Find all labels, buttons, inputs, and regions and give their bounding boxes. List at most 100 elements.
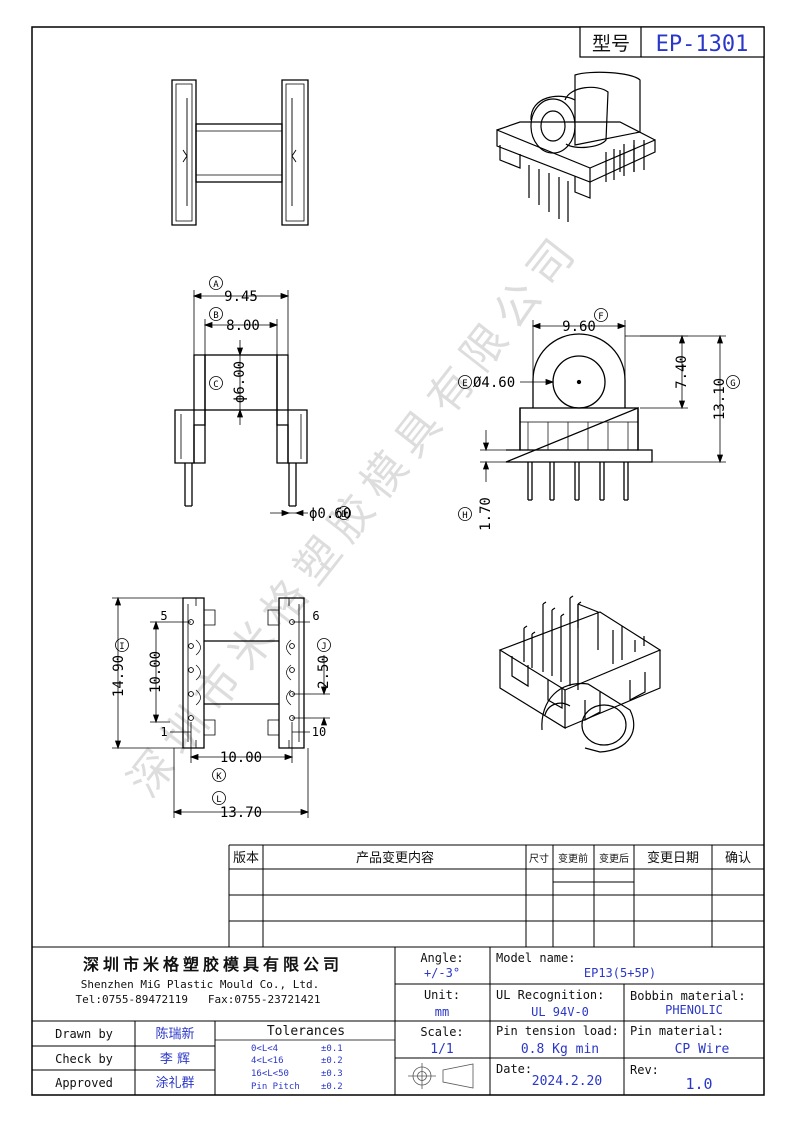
view-iso-bottom — [498, 595, 662, 753]
company-contact: Tel:0755-89472119 Fax:0755-23721421 — [75, 993, 320, 1006]
dim-k-letter: K — [216, 772, 222, 782]
rev-header-date: 变更日期 — [647, 850, 699, 866]
model-header-box — [579, 26, 765, 58]
dim-j-letter: J — [321, 642, 326, 652]
approved-label: Approved — [55, 1076, 113, 1090]
view-top-plan — [171, 79, 309, 226]
rev-header-version: 版本 — [233, 851, 259, 866]
dim-e-value: Ø4.60 — [473, 375, 515, 391]
dim-i-letter: I — [119, 642, 124, 652]
model-value: EP-1301 — [656, 32, 749, 57]
dim-h-value: 1.70 — [478, 497, 494, 531]
dim-b-letter: B — [213, 311, 218, 321]
pin-number-10: 10 — [312, 725, 326, 739]
date-value: 2024.2.20 — [532, 1074, 602, 1089]
dim-inner-height-value: 10.00 — [148, 651, 164, 693]
pin-material-label: Pin material: — [630, 1024, 724, 1038]
tension-value: 0.8 Kg min — [521, 1042, 599, 1057]
view-bottom: 5 6 1 10 I 14.90 10.00 — [111, 596, 332, 821]
tolerances-title: Tolerances — [267, 1024, 345, 1039]
view-iso-top — [496, 71, 656, 222]
dim-a — [192, 276, 290, 355]
dim-h — [458, 430, 506, 521]
dim-i — [112, 596, 183, 750]
dim-c-value: ϕ6.00 — [232, 361, 248, 403]
drawn-by-label: Drawn by — [55, 1027, 113, 1041]
angle-value: +/-3° — [424, 966, 460, 980]
dim-c-letter: C — [213, 380, 218, 390]
model-label: 型号 — [592, 33, 630, 55]
dim-h-letter: H — [462, 511, 467, 521]
bobbin-value: PHENOLIC — [665, 1003, 723, 1017]
dim-c — [209, 340, 244, 425]
view-side: 9.60 F E Ø4.60 7.40 13.10 G — [458, 308, 740, 531]
pin-number-5: 5 — [160, 609, 167, 623]
pin-number-1: 1 — [160, 725, 167, 739]
scale-label: Scale: — [420, 1025, 463, 1039]
dim-j — [292, 638, 331, 726]
dim-l-value: 13.70 — [220, 805, 262, 821]
tension-label: Pin tension load: — [496, 1024, 619, 1038]
scale-value: 1/1 — [430, 1042, 453, 1057]
bobbin-label: Bobbin material: — [630, 989, 746, 1003]
dim-g-value: 13.10 — [712, 378, 728, 420]
model-name-value: EP13(5+5P) — [584, 966, 656, 980]
check-by-name: 李 辉 — [160, 1052, 190, 1067]
dim-g-letter: G — [730, 379, 735, 389]
company-name-en: Shenzhen MiG Plastic Mould Co., Ltd. — [81, 978, 319, 991]
company-name-cn: 深圳市米格塑胶模具有限公司 — [83, 955, 343, 974]
pin-material-value: CP Wire — [675, 1042, 730, 1057]
tolerance-value-3: ±0.3 — [321, 1069, 343, 1079]
dim-e-letter: E — [462, 379, 467, 389]
dim-i-value: 14.90 — [111, 655, 127, 697]
dim-a-value: 9.45 — [224, 289, 258, 305]
dim-d-value: ϕ0.60 — [309, 506, 351, 522]
dim-f — [531, 308, 627, 380]
ul-value: UL 94V-0 — [531, 1005, 589, 1019]
rev-value: 1.0 — [685, 1075, 712, 1093]
dim-e — [458, 375, 555, 389]
view-front: A 9.45 B 8.00 C ϕ6.00 ϕ0.60 D — [174, 276, 351, 522]
dim-g — [625, 334, 740, 464]
drawn-by-name: 陈瑞新 — [155, 1026, 194, 1042]
tolerance-range-2: 4<L<16 — [251, 1056, 284, 1066]
dim-k — [189, 722, 294, 782]
dim-k-value: 10.00 — [220, 750, 262, 766]
dim-j-value: 2.50 — [316, 655, 332, 689]
rev-header-confirm: 确认 — [725, 851, 751, 866]
date-label: Date: — [496, 1062, 532, 1076]
unit-label: Unit: — [424, 988, 460, 1002]
tolerance-range-3: 16<L<50 — [251, 1069, 289, 1079]
tolerance-value-2: ±0.2 — [321, 1056, 343, 1066]
dim-inner-height — [150, 620, 170, 724]
dim-d-letter: D — [341, 510, 346, 520]
unit-value: mm — [435, 1005, 449, 1019]
dim-f-value: 9.60 — [562, 319, 596, 335]
projection-symbol — [408, 1063, 474, 1089]
dim-a-letter: A — [213, 280, 219, 290]
dim-d — [270, 506, 351, 520]
pin-number-6: 6 — [312, 609, 319, 623]
model-name-label: Model name: — [496, 951, 575, 965]
dim-b — [203, 307, 279, 355]
tolerance-value-4: ±0.2 — [321, 1082, 343, 1092]
rev-header-size: 尺寸 — [529, 852, 549, 865]
dim-b-value: 8.00 — [226, 318, 260, 334]
rev-header-before: 变更前 — [558, 852, 588, 865]
dim-l-letter: L — [216, 795, 221, 805]
rev-header-after: 变更后 — [599, 852, 629, 865]
rev-label: Rev: — [630, 1063, 659, 1077]
dim-l — [172, 748, 310, 818]
rev-header-content: 产品变更内容 — [356, 850, 434, 866]
check-by-label: Check by — [55, 1052, 113, 1066]
angle-label: Angle: — [420, 951, 463, 965]
model-header: 型号 EP-1301 — [579, 26, 765, 58]
tolerance-value-1: ±0.1 — [321, 1044, 343, 1054]
outer-frame — [31, 26, 765, 1096]
tolerance-range-4: Pin Pitch — [251, 1082, 300, 1092]
approved-name: 涂礼群 — [155, 1075, 194, 1091]
dim-f-letter: F — [598, 312, 603, 322]
tolerance-range-1: 0<L<4 — [251, 1044, 278, 1054]
ul-label: UL Recognition: — [496, 988, 604, 1002]
